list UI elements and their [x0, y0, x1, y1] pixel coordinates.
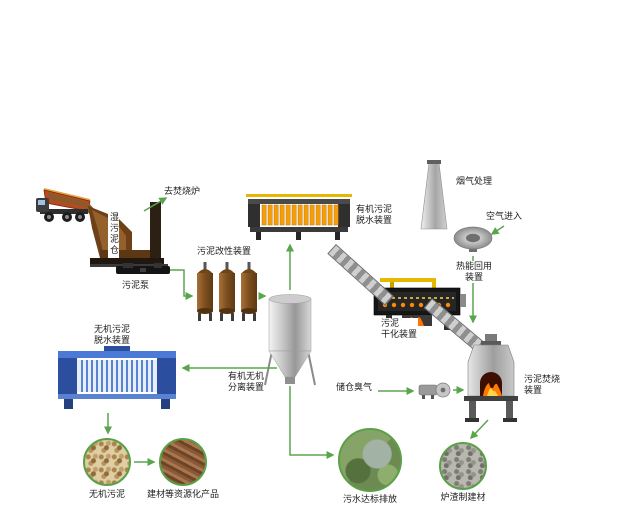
label-wet-sludge-silo: 湿污泥仓 — [108, 210, 119, 258]
odor-blower-icon — [418, 378, 452, 400]
label-line: 脱水装置 — [356, 215, 393, 225]
label-line: 装置 — [524, 385, 543, 395]
output-wastewater-discharge-image — [338, 428, 402, 492]
label-line: 有机污泥 — [356, 204, 393, 214]
sludge-pump-icon — [116, 263, 170, 276]
label-line: 干化装置 — [381, 329, 418, 339]
label-output-wastewater: 污水达标排放 — [342, 494, 397, 504]
modification-tanks-icon — [196, 258, 260, 322]
label-output-slag: 炉渣制建材 — [440, 492, 486, 502]
label-incineration: 污泥焚烧 装置 — [524, 374, 560, 396]
label-sludge-pump: 污泥泵 — [122, 280, 150, 290]
output-inorganic-sludge-image — [83, 438, 131, 486]
label-heat-recycle: 热能回用 装置 — [451, 261, 497, 283]
separation-hopper-icon — [262, 291, 318, 389]
air-fan-icon — [452, 226, 494, 254]
label-to-incinerator: 去焚烧炉 — [164, 186, 201, 196]
label-line: 热能回用 — [455, 261, 492, 271]
label-sludge-modification: 污泥改性装置 — [197, 246, 252, 256]
inorganic-filter-press-icon — [56, 346, 178, 410]
label-line: 分离装置 — [227, 382, 264, 392]
label-organic-dewatering: 有机污泥 脱水装置 — [356, 204, 392, 226]
label-inorganic-dewatering: 无机污泥 脱水装置 — [90, 324, 134, 346]
label-line: 无机污泥 — [93, 324, 130, 334]
label-line: 脱水装置 — [93, 335, 130, 345]
label-flue-gas: 烟气处理 — [456, 176, 493, 186]
output-building-products-image — [159, 438, 207, 486]
organic-filter-press-icon — [246, 194, 352, 240]
chimney-icon — [416, 160, 452, 232]
arrow-filtrate-to-pond — [289, 386, 335, 459]
label-air-in: 空气进入 — [486, 211, 523, 221]
label-line: 污泥 — [381, 318, 400, 328]
label-line: 污泥焚烧 — [524, 374, 561, 384]
label-output-inorganic-sludge: 无机污泥 — [88, 489, 125, 499]
label-silo-odor: 储仓臭气 — [336, 382, 373, 392]
incinerator-icon — [460, 334, 522, 424]
label-line: 有机无机 — [227, 371, 264, 381]
label-separation: 有机无机 分离装置 — [224, 371, 268, 393]
label-drying: 污泥 干化装置 — [380, 318, 419, 340]
label-line: 装置 — [464, 272, 483, 282]
output-slag-materials-image — [439, 442, 487, 490]
conveyor-press-to-dryer — [327, 244, 394, 306]
label-output-building-products: 建材等资源化产品 — [146, 489, 219, 499]
